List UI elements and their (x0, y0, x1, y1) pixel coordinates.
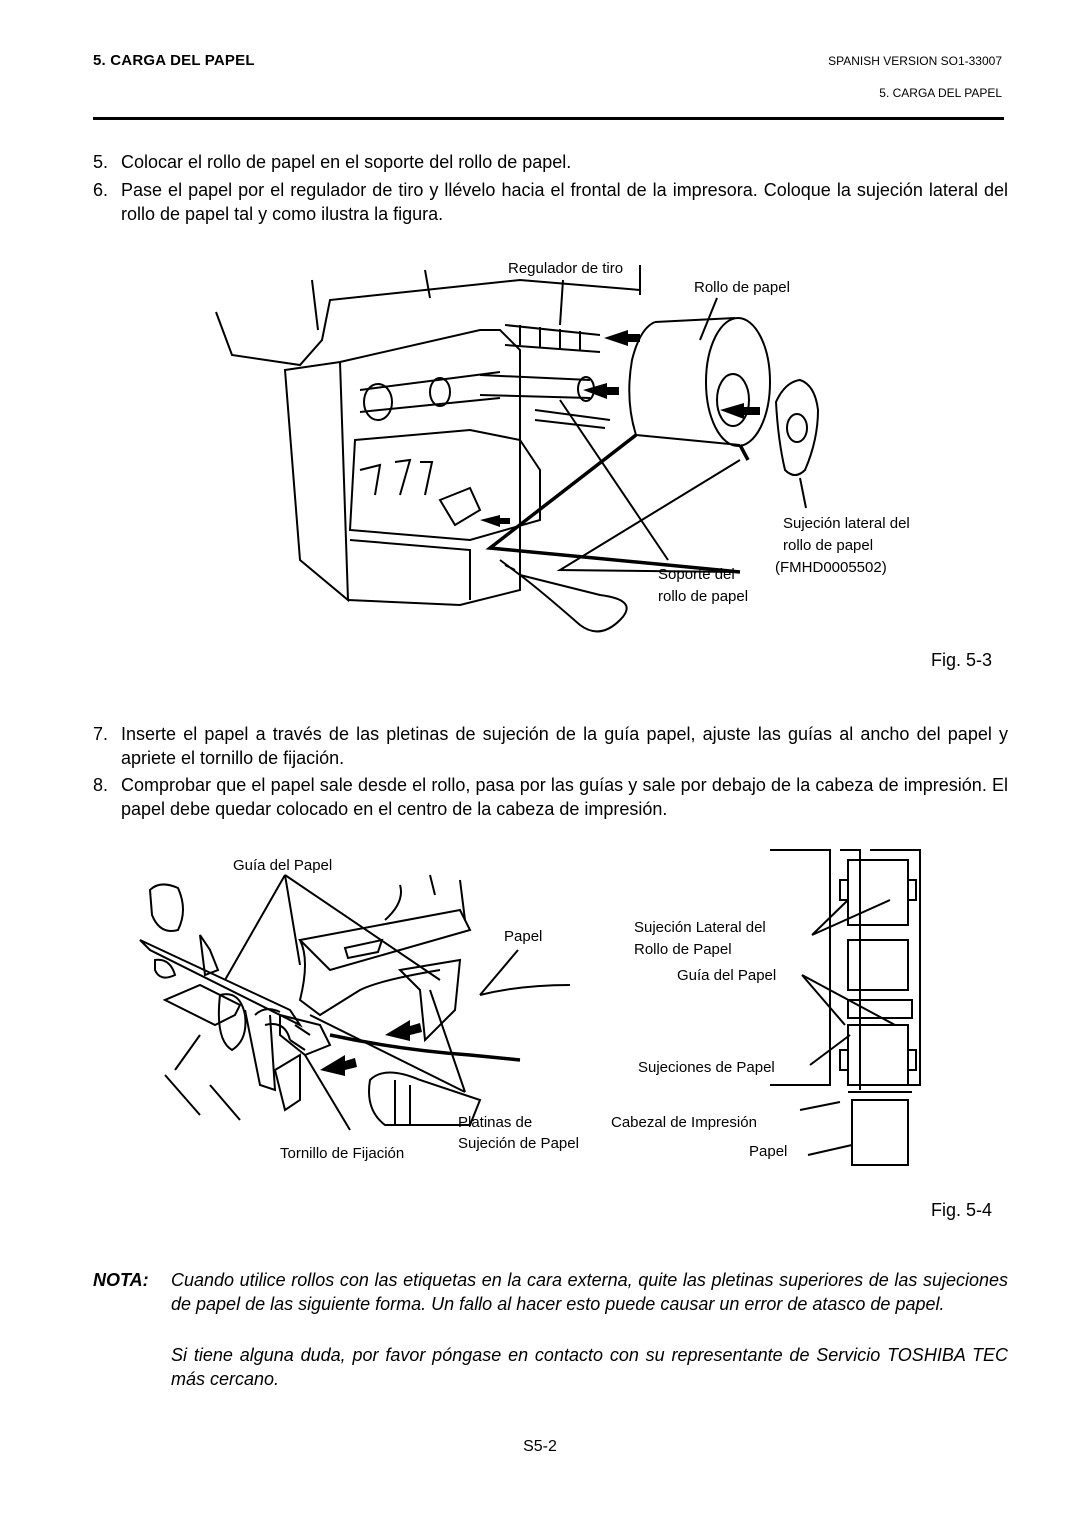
label-sujecion-lat-1: Sujeción Lateral del (634, 919, 766, 936)
thumb-screw (162, 983, 242, 1027)
label-tornillo: Tornillo de Fijación (280, 1145, 405, 1162)
label-sujeciones: Sujeciones de Papel (638, 1059, 775, 1076)
nota-block: NOTA: Cuando utilice rollos con las etiq… (93, 1268, 1008, 1316)
paper-web-left (485, 433, 741, 574)
label-sujecion-2: rollo de papel (783, 537, 874, 554)
step-number: 6. (93, 180, 109, 200)
paper-guide-bar (847, 999, 913, 1019)
label-regulador: Regulador de tiro (508, 260, 624, 277)
arrow-a (385, 1020, 422, 1041)
step-5: 5. Colocar el rollo de papel en el sopor… (93, 150, 1008, 174)
label-soporte-1: Soporte del (658, 566, 735, 583)
label-rollo: Rollo de papel (694, 279, 790, 296)
printer-frame-left (283, 360, 350, 603)
figure-5-3-illustration (215, 265, 820, 633)
right-frame-outer (770, 849, 831, 1086)
paper-clamp-plate (397, 958, 462, 1043)
version-label: SPANISH VERSION SO1-33007 (828, 54, 1002, 68)
step-number: 5. (93, 152, 109, 172)
arrow-2 (583, 383, 619, 399)
label-platinas-1: Platinas de (458, 1114, 533, 1131)
arrow-3 (720, 403, 760, 419)
nota-paragraph-2: Si tiene alguna duda, por favor póngase … (171, 1345, 1008, 1389)
label-sujecion-lat-2: Rollo de Papel (634, 941, 732, 958)
print-head (851, 1099, 909, 1166)
nota-heading: NOTA: (93, 1270, 149, 1290)
guide-upper-body (297, 908, 472, 972)
side-holder (774, 378, 820, 476)
leader-papel-right (807, 1144, 853, 1156)
label-cabezal: Cabezal de Impresión (611, 1114, 757, 1131)
print-head-block (348, 428, 541, 542)
label-soporte-2: rollo de papel (658, 588, 749, 605)
label-platinas-2: Sujeción de Papel (458, 1135, 579, 1152)
step-7: 7. Inserte el papel a través de las plet… (93, 722, 1008, 770)
step-number: 7. (93, 724, 109, 744)
section-ref: 5. CARGA DEL PAPEL (879, 86, 1002, 100)
leader-cabezal (799, 1101, 841, 1111)
leader-tornillo (304, 1054, 351, 1131)
label-papel-right: Papel (749, 1143, 788, 1160)
roll-upper (847, 859, 909, 926)
step-text: Colocar el rollo de papel en el soporte … (121, 152, 572, 172)
leader-platinas (309, 989, 466, 1093)
printer-cover-outline (215, 278, 641, 367)
nota-paragraph-1: Cuando utilice rollos con las etiquetas … (171, 1270, 1008, 1314)
leader-sujeciones (809, 1034, 851, 1066)
roll-holder-support (519, 574, 628, 633)
spindle-lower (359, 371, 501, 413)
paper-web-right (556, 459, 741, 573)
leader-soporte (559, 399, 669, 561)
roll-holder-shaft (479, 374, 591, 399)
label-sujecion-3: (FMHD0005502) (775, 559, 887, 576)
leader-sujecion (799, 477, 807, 509)
page-number: S5-2 (523, 1438, 557, 1455)
fixing-screw (279, 1013, 332, 1057)
frame-rail (139, 939, 303, 1028)
label-sujecion-1: Sujeción lateral del (783, 515, 910, 532)
step-text: Pase el papel por el regulador de tiro y… (121, 180, 1008, 224)
section-title: 5. CARGA DEL PAPEL (93, 52, 255, 69)
roller (368, 1071, 482, 1126)
label-guia-right: Guía del Papel (677, 967, 777, 984)
step-text: Comprobar que el papel sale desde el rol… (121, 775, 1008, 819)
leader-papel (479, 949, 519, 996)
step-number: 8. (93, 775, 109, 795)
step-text: Inserte el papel a través de las pletina… (121, 724, 1008, 768)
step-8: 8. Comprobar que el papel sale desde el … (93, 773, 1008, 821)
figure-caption-5-4: Fig. 5-4 (931, 1200, 993, 1220)
arrow-1 (604, 330, 640, 346)
label-papel: Papel (504, 928, 543, 945)
paper-roll-left-edge (628, 321, 656, 436)
leader-guia (224, 874, 441, 981)
paper-end (479, 984, 571, 996)
leader-rollo (699, 297, 718, 341)
leader-regulador (559, 279, 564, 326)
paper-roll-face (705, 317, 771, 447)
header-rule (93, 117, 1004, 120)
paper-holder-block (847, 1024, 909, 1086)
leader-sujecion-lat (811, 899, 891, 936)
printer-frame (339, 329, 521, 607)
paper-roll-core (716, 373, 750, 427)
leader-guia-right (801, 974, 896, 1026)
arrow-4 (480, 515, 510, 527)
step-6: 6. Pase el papel por el regulador de tir… (93, 178, 1008, 226)
figure-5-4-illustration (139, 849, 921, 1166)
roll-middle (847, 939, 909, 991)
left-knob (148, 883, 184, 932)
label-guia: Guía del Papel (233, 857, 333, 874)
figure-caption-5-3: Fig. 5-3 (931, 650, 993, 670)
arrow-b (320, 1055, 357, 1076)
